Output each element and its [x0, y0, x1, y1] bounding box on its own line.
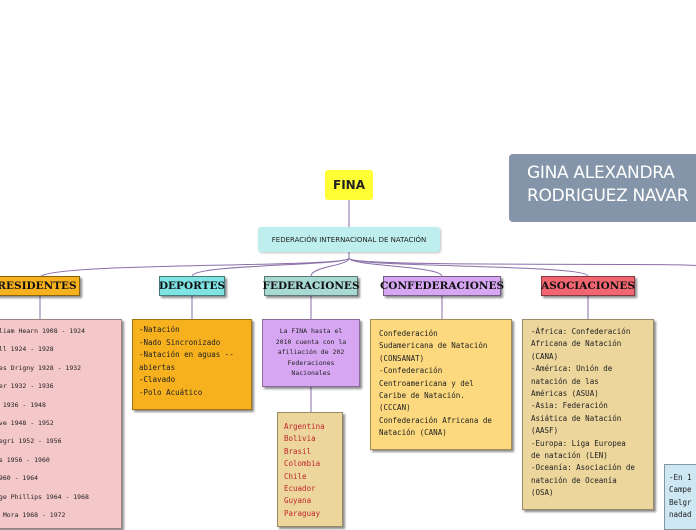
confederacion-text: Sudamericana de Natación: [379, 341, 488, 351]
deporte-item: -Natación: [139, 325, 180, 334]
asociacion-text: (OSA): [531, 488, 554, 498]
deporte-item: -Clavado: [139, 375, 176, 384]
president-row: s Mora 1968 - 1972: [0, 511, 66, 520]
note-text: nadad: [669, 510, 692, 520]
president-row: n 1936 - 1948: [0, 400, 46, 409]
deporte-item: -Natación en aguas --: [139, 350, 234, 359]
confederacion-text: Natación (CANA): [379, 428, 447, 438]
category-presidentes[interactable]: PRESIDENTES: [0, 276, 80, 296]
federaciones-box[interactable]: La FINA hasta el 2010 cuenta con la afil…: [262, 319, 360, 387]
countries-box[interactable]: Argentina Bolivia Brasil Colombia Chile …: [277, 412, 343, 527]
confederacion-text: Confederación Africana de: [379, 415, 492, 425]
subtitle-node[interactable]: FEDERACIÓN INTERNACIONAL DE NATACIÓN: [258, 227, 440, 252]
president-row: ges Drigny 1928 - 1932: [0, 363, 82, 372]
deporte-item: -Polo Acuático: [139, 387, 203, 397]
federaciones-text: La FINA hasta el: [279, 327, 343, 335]
president-row: eve 1948 - 1952: [0, 419, 54, 428]
note-text: Belgr: [669, 497, 692, 507]
asociaciones-box[interactable]: -África: Confederación Africana de Natac…: [522, 319, 654, 510]
federaciones-text: Nacionales: [291, 369, 331, 377]
president-row: es 1956 - 1960: [0, 455, 50, 464]
category-deportes[interactable]: DEPORTES: [159, 276, 225, 296]
category-federaciones[interactable]: FEDERACIONES: [262, 276, 360, 296]
asociacion-text: natación de Oceanía: [531, 475, 617, 485]
president-row: Negri 1952 - 1956: [0, 437, 62, 446]
note-text: Campe: [669, 485, 692, 495]
author-name-line1: GINA ALEXANDRA: [527, 163, 675, 183]
president-row: 1960 - 1964: [0, 474, 39, 483]
note-text: -En 1: [669, 473, 692, 482]
federaciones-text: afiliación de 202: [277, 348, 345, 356]
country-item: Argentina: [284, 422, 325, 431]
asociacion-text: (CANA): [531, 351, 559, 361]
president-row: lliam Hearn 1908 - 1924: [0, 327, 86, 335]
country-item: Paraguay: [284, 508, 321, 518]
presidentes-box[interactable]: lliam Hearn 1908 - 1924 all 1924 - 1928 …: [0, 319, 122, 529]
country-item: Ecuador: [284, 484, 316, 494]
confederacion-text: Centroamericana y del: [379, 378, 474, 388]
confederacion-text: (CCCAN): [379, 403, 411, 413]
deporte-item: -Nado Sincronizado: [139, 337, 221, 347]
country-item: Chile: [284, 471, 307, 481]
confederacion-text: Confederación: [379, 329, 438, 338]
asociacion-text: -Oceanía: Asociación de: [531, 463, 635, 473]
author-name-line2: RODRIGUEZ NAVAR: [527, 186, 689, 206]
author-name-card[interactable]: GINA ALEXANDRA RODRIGUEZ NAVAR: [509, 154, 696, 222]
root-node-fina[interactable]: FINA: [325, 170, 373, 200]
president-row: all 1924 - 1928: [0, 345, 54, 354]
category-asociaciones[interactable]: ASOCIACIONES: [541, 276, 635, 296]
asociacion-text: -América: Unión de: [531, 364, 613, 374]
asociacion-text: -Asia: Federación: [531, 401, 608, 411]
asociacion-text: Africana de Natación: [531, 339, 622, 349]
confederaciones-box[interactable]: Confederación Sudamericana de Natación (…: [370, 319, 512, 450]
category-confederaciones[interactable]: CONFEDERACIONES: [380, 276, 504, 296]
country-item: Guyana: [284, 496, 312, 506]
confederacion-text: -Confederación: [379, 366, 443, 376]
asociacion-text: de natación (LEN): [531, 451, 608, 461]
president-row: ner 1932 - 1936: [0, 382, 54, 391]
asociacion-text: Américas (ASUA): [531, 389, 599, 399]
asociacion-text: Asiática de Natación: [531, 413, 622, 423]
federaciones-text: 2010 cuenta con la: [275, 337, 347, 346]
deporte-item: abiertas: [139, 362, 176, 372]
president-row: rge Phillips 1964 - 1968: [0, 492, 89, 501]
country-item: Brasil: [284, 446, 312, 456]
asociacion-text: -Europa: Liga Europea: [531, 438, 626, 448]
asociacion-text: (AASF): [531, 426, 559, 436]
country-item: Colombia: [284, 459, 321, 469]
partial-note-box[interactable]: -En 1 Campe Belgr nadad: [664, 464, 696, 530]
deportes-box[interactable]: -Natación -Nado Sincronizado -Natación e…: [132, 319, 252, 410]
confederacion-text: (CONSANAT): [379, 353, 425, 363]
asociacion-text: natación de las: [531, 376, 599, 386]
asociacion-text: -África: Confederación: [531, 327, 631, 336]
federaciones-text: Federaciones: [287, 358, 335, 367]
country-item: Bolivia: [284, 434, 316, 444]
confederacion-text: Caribe de Natación.: [379, 391, 465, 401]
